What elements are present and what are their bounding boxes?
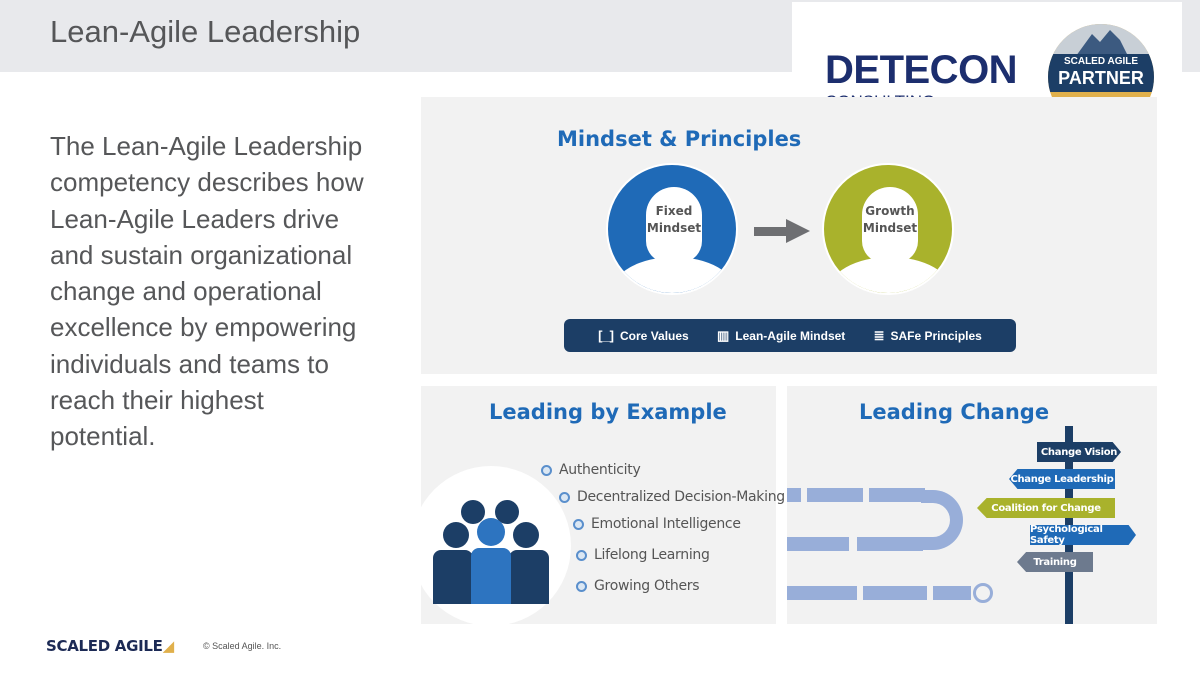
leading-by-example-panel: Leading by Example Authenticity Decentra… [411, 386, 785, 626]
scaled-agile-logo: SCALED AGILE◢ [46, 637, 174, 655]
fixed-mindset-label-2: Mindset [646, 221, 702, 235]
sign-coalition-for-change: Coalition for Change [977, 498, 1115, 518]
list-item: Lifelong Learning [576, 547, 710, 563]
safe-principles-item: ≣ SAFe Principles [873, 327, 982, 343]
list-item: Decentralized Decision-Making [559, 489, 785, 505]
gear-icon [576, 549, 587, 561]
pillars-icon: ▥ [716, 327, 730, 343]
lean-agile-mindset-item: ▥ Lean-Agile Mindset [716, 327, 846, 343]
pyramid-icon: ≣ [873, 327, 885, 343]
fixed-mindset-icon: Fixed Mindset [606, 163, 738, 295]
fixed-mindset-label-1: Fixed [655, 204, 693, 218]
copyright-text: © Scaled Agile. Inc. [203, 641, 282, 651]
core-values-item: [_] Core Values [598, 328, 689, 343]
growth-mindset-label-2: Mindset [862, 221, 918, 235]
sign-change-vision: Change Vision [1037, 442, 1121, 462]
growth-mindset-icon: Growth Mindset [822, 163, 954, 295]
logo-mark-icon: ◢ [162, 637, 175, 655]
page-title: Lean-Agile Leadership [50, 14, 361, 49]
sign-change-leadership: Change Leadership [1009, 469, 1115, 489]
sign-psychological-safety: Psychological Safety [1030, 525, 1136, 545]
mountain-icon [1048, 24, 1154, 56]
team-people-icon [411, 466, 571, 626]
leading-change-panel: Leading Change Change Vision Change Lead… [787, 386, 1157, 624]
mindset-panel-title: Mindset & Principles [557, 127, 802, 151]
competency-description: The Lean-Agile Leadership competency des… [50, 131, 364, 452]
change-panel-title: Leading Change [859, 400, 1050, 424]
list-item: Growing Others [576, 578, 700, 594]
list-item: Emotional Intelligence [573, 516, 741, 532]
bracket-icon: [_] [598, 328, 615, 343]
gear-icon [576, 580, 587, 592]
growth-mindset-label-1: Growth [865, 204, 915, 218]
gear-icon [541, 464, 552, 476]
list-item: Authenticity [541, 462, 641, 478]
gear-icon [573, 518, 584, 530]
target-icon [973, 583, 993, 603]
principles-bar: [_] Core Values ▥ Lean-Agile Mindset ≣ S… [564, 319, 1016, 352]
sign-training: Training [1017, 552, 1093, 572]
example-panel-title: Leading by Example [489, 400, 727, 424]
arrow-right-icon [754, 227, 788, 236]
detecon-logo: DETECON [825, 48, 1018, 92]
mindset-principles-panel: Mindset & Principles Fixed Mindset Growt… [421, 97, 1157, 374]
gear-icon [559, 491, 570, 503]
